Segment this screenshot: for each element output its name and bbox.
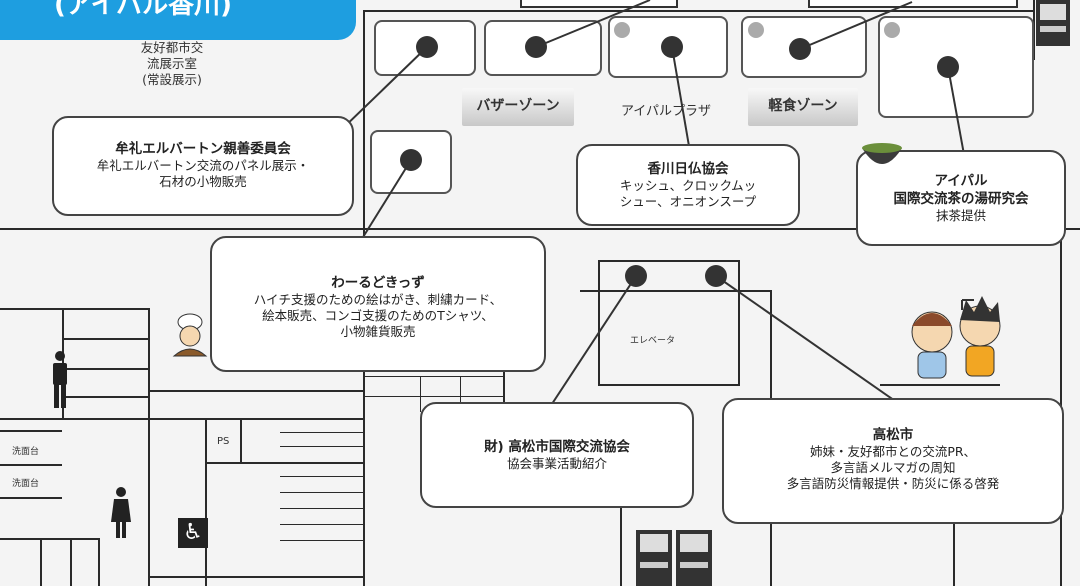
- booth-description: 姉妹・友好都市との交流PR、 多言語メルマガの周知 多言語防災情報提供・防災に係…: [786, 444, 1000, 491]
- female-restroom-icon: [111, 487, 131, 538]
- booth-label-tea-ceremony: アイパル 国際交流茶の湯研究会 抹茶提供: [856, 150, 1066, 246]
- elevator-label: エレベータ: [630, 336, 676, 346]
- booth-title: わーるどきっず: [331, 275, 425, 291]
- bazaar-zone-label: バザーゾーン: [462, 88, 574, 126]
- chef-icon: [172, 313, 208, 357]
- male-restroom-icon: [53, 351, 67, 408]
- booth-marker: [661, 36, 683, 58]
- washstand-label-1: 洗面台: [12, 447, 40, 457]
- booth-label-takamatsu-city: 高松市 姉妹・友好都市との交流PR、 多言語メルマガの周知 多言語防災情報提供・…: [722, 398, 1064, 524]
- wheelchair-icon: ♿: [178, 518, 208, 548]
- ps-label: PS: [217, 436, 230, 447]
- header-tag: (アイパル香川): [0, 0, 356, 40]
- booth-marker: [625, 265, 647, 287]
- washstand-label-2: 洗面台: [12, 479, 40, 489]
- booth-marker: [789, 38, 811, 60]
- tea-bowl-icon: [862, 143, 902, 164]
- booth-label-world-kids: わーるどきっず ハイチ支援のための絵はがき、刺繍カード、 絵本販売、コンゴ支援の…: [210, 236, 546, 372]
- stamp-icon: [748, 22, 764, 38]
- booth-marker: [705, 265, 727, 287]
- snack-zone-label: 軽食ゾーン: [748, 88, 858, 126]
- stamp-icon: [884, 22, 900, 38]
- booth-marker: [416, 36, 438, 58]
- booth-title: 高松市: [872, 427, 914, 443]
- booth-label-takamatsu-association: 財) 高松市国際交流協会 協会事業活動紹介: [420, 402, 694, 508]
- ipal-plaza-label: アイパルプラザ: [620, 104, 712, 119]
- booth-description: 協会事業活動紹介: [506, 456, 607, 471]
- header-tag-text: (アイパル香川): [54, 0, 232, 20]
- booth-title: アイパル 国際交流茶の湯研究会: [893, 173, 1029, 207]
- booth-label-kagawa-france: 香川日仏協会 キッシュ、クロックムッ シュー、オニオンスープ: [576, 144, 800, 226]
- booth-space: [520, 0, 678, 8]
- booth-description: 抹茶提供: [935, 208, 986, 223]
- vending-machine-icon: [636, 530, 712, 586]
- booth-description: ハイチ支援のための絵はがき、刺繍カード、 絵本販売、コンゴ支援のためのTシャツ、…: [253, 292, 503, 339]
- exchange-room-label: 友好都市交 流展示室 (常設展示): [140, 40, 204, 87]
- booth-marker: [937, 56, 959, 78]
- booth-marker: [400, 149, 422, 171]
- children-icon: [911, 296, 1001, 379]
- booth-title: 香川日仏協会: [647, 161, 729, 177]
- booth-title: 財) 高松市国際交流協会: [484, 439, 630, 455]
- vending-machine-icon: [1036, 0, 1070, 46]
- booth-space: [808, 0, 1018, 8]
- booth-label-mure-elberton: 牟礼エルバートン親善委員会 牟礼エルバートン交流のパネル展示・ 石材の小物販売: [52, 116, 354, 216]
- stamp-icon: [614, 22, 630, 38]
- booth-description: キッシュ、クロックムッ シュー、オニオンスープ: [619, 178, 757, 209]
- booth-marker: [525, 36, 547, 58]
- booth-description: 牟礼エルバートン交流のパネル展示・ 石材の小物販売: [96, 158, 310, 189]
- booth-title: 牟礼エルバートン親善委員会: [115, 141, 291, 157]
